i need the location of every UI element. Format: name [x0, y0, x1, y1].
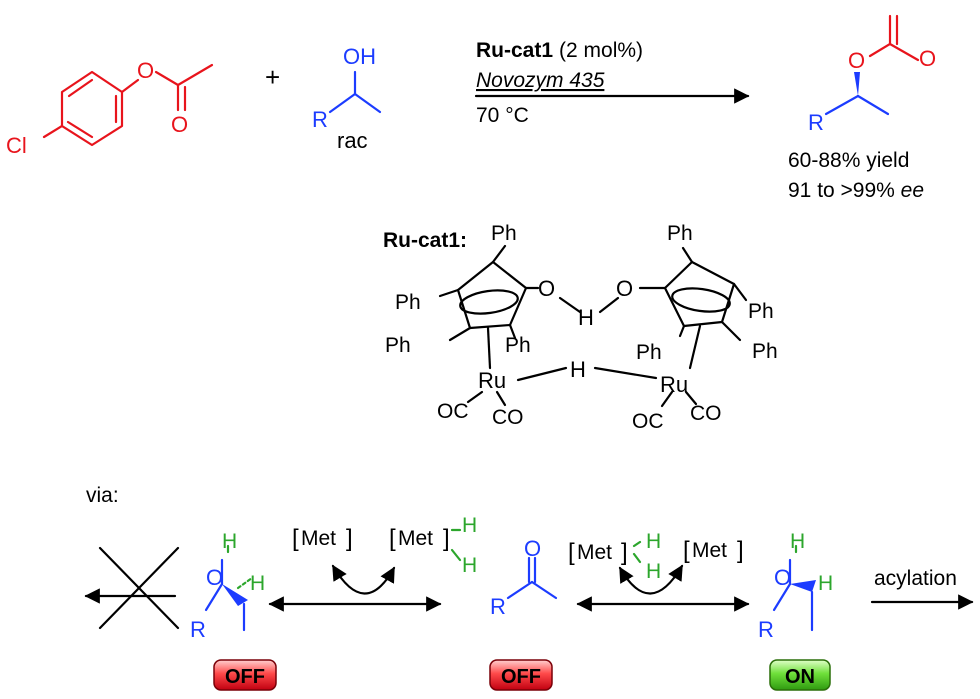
- catalyst-name: Ru-cat1: [476, 39, 553, 62]
- carbonyl-label: CO: [492, 406, 524, 429]
- bridging-hydride-label: H: [570, 357, 586, 382]
- atom-label: OH: [343, 44, 376, 69]
- ruthenium-label: Ru: [478, 368, 506, 393]
- ee-line: 91 to >99% ee: [788, 179, 924, 202]
- catalyst-loading: (2 mol%): [559, 39, 643, 62]
- r-group-label: R: [758, 617, 774, 642]
- phenyl-label: Ph: [385, 334, 411, 357]
- carbonyl-label: CO: [690, 402, 722, 425]
- product-ester: O O R 60-88% yield 91 to >99% ee: [788, 14, 936, 202]
- acylation-label: acylation: [874, 567, 957, 590]
- substrate-label: rac: [337, 128, 368, 153]
- phenyl-label: Ph: [491, 222, 517, 245]
- atom-label: Cl: [6, 133, 27, 158]
- r-group-label: R: [490, 594, 506, 619]
- catalyst-structure-label: Ru-cat1:: [383, 229, 467, 252]
- equilibrium-2: [ Met ] H H [ Met ]: [568, 530, 750, 612]
- phenyl-label: Ph: [395, 291, 421, 314]
- oxygen-label: O: [616, 276, 633, 301]
- metal-label: Met: [577, 541, 612, 564]
- badge-on: ON: [769, 659, 831, 691]
- bracket: ]: [346, 525, 353, 552]
- alcohol-enantiomer-on: H O H R: [758, 530, 833, 642]
- hydrogen-label: H: [646, 560, 661, 583]
- atom-label: O: [919, 46, 936, 71]
- hydrogen-label: H: [646, 530, 661, 553]
- oxygen-label: O: [206, 565, 223, 590]
- metal-label: Met: [398, 527, 433, 550]
- bracket: [: [568, 539, 575, 566]
- metal-label: Met: [692, 539, 727, 562]
- bracket: [: [389, 525, 396, 552]
- atom-label: O: [171, 112, 188, 137]
- phenyl-label: Ph: [752, 340, 778, 363]
- enzyme-name: Novozym 435: [476, 69, 605, 92]
- phenyl-label: Ph: [636, 341, 662, 364]
- reaction-conditions: Ru-cat1 (2 mol%) Novozym 435 70 °C: [474, 39, 750, 127]
- ee-value: 91 to >99%: [788, 179, 901, 202]
- phenyl-label: Ph: [505, 334, 531, 357]
- badge-off-2: OFF: [489, 659, 553, 691]
- hydrogen-label: H: [578, 305, 594, 330]
- conditions-catalyst-line: Ru-cat1 (2 mol%): [476, 39, 643, 62]
- bracket: ]: [621, 539, 628, 566]
- ketone-intermediate: O R: [490, 536, 558, 619]
- carbonyl-label: OC: [632, 410, 664, 433]
- temperature: 70 °C: [476, 104, 529, 127]
- ee-unit: ee: [901, 179, 924, 202]
- oxygen-label: O: [774, 565, 791, 590]
- equilibrium-1: [ Met ] [ Met ] H H: [268, 514, 477, 612]
- oxygen-label: O: [524, 536, 541, 561]
- ruthenium-label: Ru: [660, 372, 688, 397]
- bracket: ]: [443, 525, 450, 552]
- ru-cat1-structure: Ru-cat1: Ph Ph Ph Ph O H: [383, 222, 778, 433]
- blocked-path-arrow: [84, 546, 180, 630]
- badge-off-1: OFF: [213, 659, 277, 691]
- hydrogen-label: H: [222, 530, 237, 553]
- atom-label: R: [312, 107, 328, 132]
- badge-label: OFF: [225, 666, 265, 688]
- bracket: [: [292, 525, 299, 552]
- hydrogen-label: H: [462, 514, 477, 537]
- carbonyl-label: OC: [437, 400, 469, 423]
- yield-text: 60-88% yield: [788, 149, 909, 172]
- chlorophenyl-acetate: O O Cl: [6, 58, 214, 158]
- atom-label: O: [137, 58, 154, 83]
- phenyl-label: Ph: [667, 222, 693, 245]
- oxygen-label: O: [538, 276, 555, 301]
- metal-label: Met: [301, 527, 336, 550]
- atom-label: R: [808, 110, 824, 135]
- atom-label: O: [848, 48, 865, 73]
- badge-label: OFF: [501, 666, 541, 688]
- via-label: via:: [86, 484, 119, 507]
- alcohol-enantiomer-off: H O H R: [190, 530, 265, 642]
- plus-sign: +: [265, 62, 280, 92]
- hydrogen-label: H: [790, 530, 805, 553]
- phenyl-label: Ph: [748, 300, 774, 323]
- bracket: [: [683, 537, 690, 564]
- bracket: ]: [737, 537, 744, 564]
- racemic-alcohol: OH R rac: [312, 44, 382, 153]
- badge-label: ON: [785, 666, 815, 688]
- hydrogen-label: H: [818, 572, 833, 595]
- hydrogen-label: H: [250, 572, 265, 595]
- r-group-label: R: [190, 617, 206, 642]
- hydrogen-label: H: [462, 554, 477, 577]
